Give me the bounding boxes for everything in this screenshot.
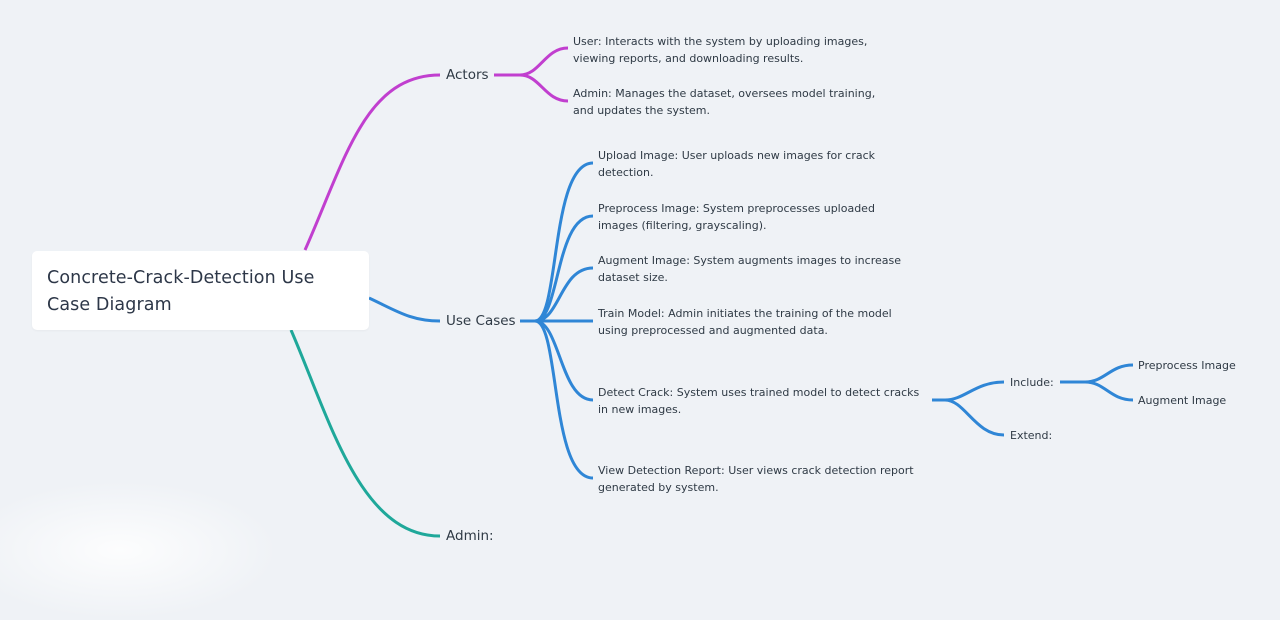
connector-include-preprocess bbox=[1084, 363, 1134, 384]
use-case-line1: Train Model: Admin initiates the trainin… bbox=[598, 307, 892, 320]
connector-admin bbox=[289, 329, 441, 538]
use-case-upload-image[interactable]: Upload Image: User uploads new images fo… bbox=[598, 147, 875, 181]
use-case-line2: generated by system. bbox=[598, 481, 719, 494]
root-title: Concrete-Crack-Detection Use Case Diagra… bbox=[47, 268, 315, 315]
use-case-line1: View Detection Report: User views crack … bbox=[598, 464, 914, 477]
use-case-line1: Augment Image: System augments images to… bbox=[598, 254, 901, 267]
use-case-line2: using preprocessed and augmented data. bbox=[598, 324, 828, 337]
use-case-line1: Detect Crack: System uses trained model … bbox=[598, 386, 920, 399]
connector-actors bbox=[303, 73, 441, 251]
connector-uc-view bbox=[534, 319, 594, 480]
use-case-line2: detection. bbox=[598, 166, 654, 179]
connector-uc-upload bbox=[534, 161, 594, 323]
actor-admin-line1: Admin: Manages the dataset, oversees mod… bbox=[573, 87, 876, 100]
actor-admin-line2: and updates the system. bbox=[573, 104, 710, 117]
connector-uc-detect bbox=[534, 319, 594, 402]
root-node[interactable]: Concrete-Crack-Detection Use Case Diagra… bbox=[32, 251, 369, 330]
use-case-line2: images (filtering, grayscaling). bbox=[598, 219, 767, 232]
connector-include bbox=[944, 380, 1005, 402]
use-case-preprocess-image[interactable]: Preprocess Image: System preprocesses up… bbox=[598, 200, 875, 234]
connector-use-cases bbox=[368, 296, 441, 323]
use-case-line1: Upload Image: User uploads new images fo… bbox=[598, 149, 876, 162]
use-case-connectors bbox=[520, 161, 594, 480]
connector-uc-preprocess bbox=[534, 214, 594, 323]
connector-include-augment bbox=[1084, 380, 1134, 402]
actor-user-line2: viewing reports, and downloading results… bbox=[573, 52, 804, 65]
connector-actor-user bbox=[519, 46, 569, 77]
actor-admin[interactable]: Admin: Manages the dataset, oversees mod… bbox=[573, 85, 875, 119]
node-extend[interactable]: Extend: bbox=[1010, 429, 1053, 442]
use-case-line2: in new images. bbox=[598, 403, 682, 416]
detect-crack-connectors bbox=[932, 363, 1134, 437]
actor-user[interactable]: User: Interacts with the system by uploa… bbox=[573, 33, 867, 67]
include-augment-image[interactable]: Augment Image bbox=[1138, 394, 1227, 407]
branch-use-cases[interactable]: Use Cases bbox=[446, 313, 516, 329]
use-case-detect-crack[interactable]: Detect Crack: System uses trained model … bbox=[598, 384, 919, 418]
use-case-view-detection-report[interactable]: View Detection Report: User views crack … bbox=[598, 462, 914, 496]
connector-extend bbox=[944, 398, 1005, 437]
mindmap-connectors bbox=[289, 46, 1134, 538]
connector-uc-augment bbox=[534, 266, 594, 323]
use-case-line2: dataset size. bbox=[598, 271, 668, 284]
branch-actors[interactable]: Actors bbox=[446, 67, 489, 83]
branch-admin[interactable]: Admin: bbox=[446, 528, 494, 544]
node-include[interactable]: Include: bbox=[1010, 376, 1054, 389]
use-case-augment-image[interactable]: Augment Image: System augments images to… bbox=[598, 252, 901, 286]
use-case-train-model[interactable]: Train Model: Admin initiates the trainin… bbox=[598, 305, 892, 339]
connector-actor-admin bbox=[519, 73, 569, 103]
use-case-line1: Preprocess Image: System preprocesses up… bbox=[598, 202, 875, 215]
include-preprocess-image[interactable]: Preprocess Image bbox=[1138, 359, 1236, 372]
actor-user-line1: User: Interacts with the system by uploa… bbox=[573, 35, 868, 48]
